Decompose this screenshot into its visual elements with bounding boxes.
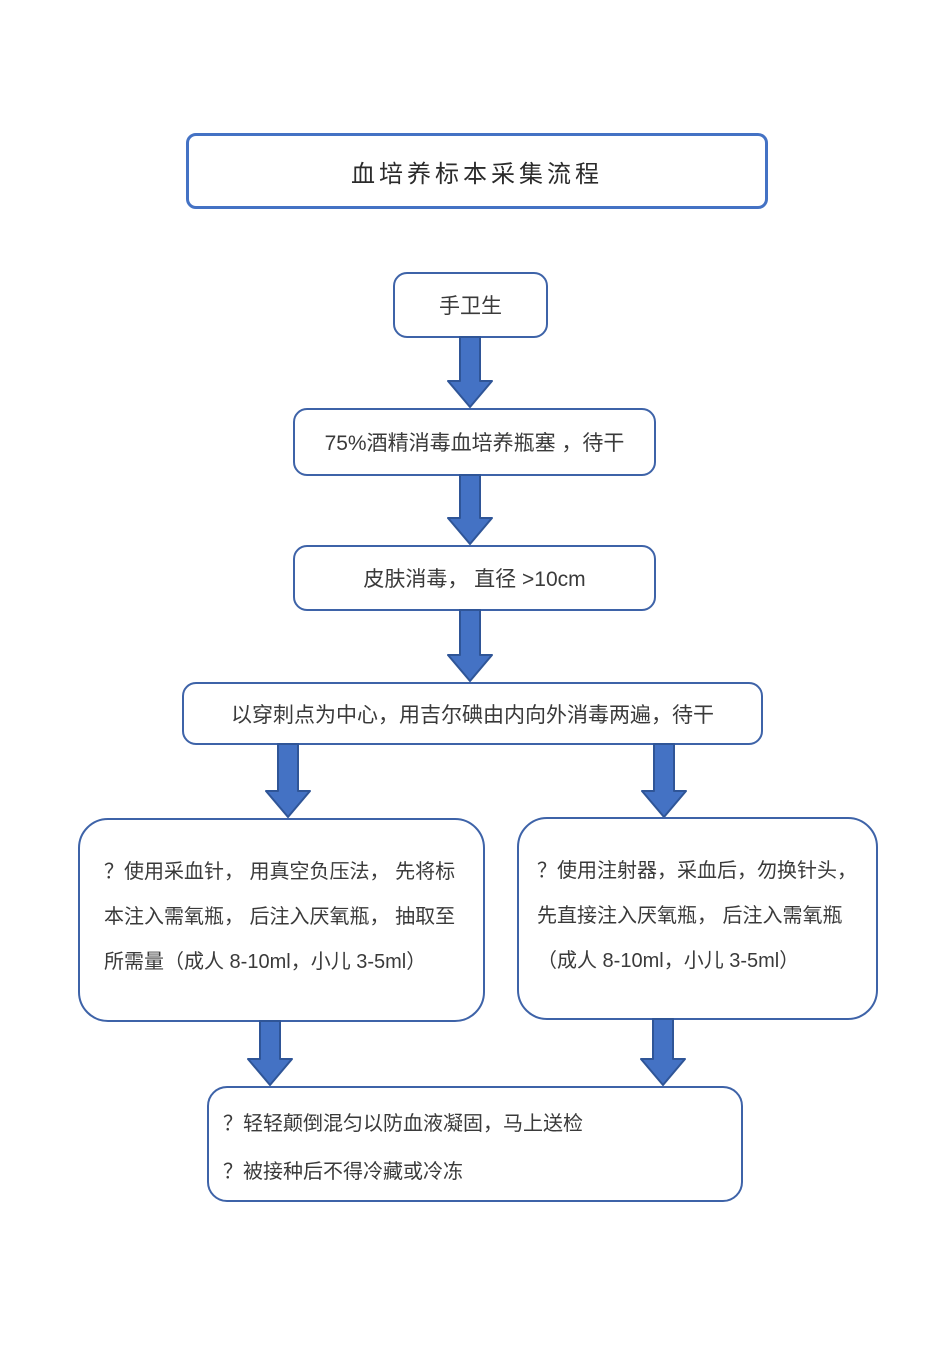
branch-needle-line: ？使用采血针， 用真空负压法， 先将标 bbox=[104, 861, 456, 883]
down-arrow-icon bbox=[447, 474, 493, 545]
branch-needle-box: ？使用采血针， 用真空负压法， 先将标 本注入需氧瓶， 后注入厌氧瓶， 抽取至 … bbox=[78, 818, 485, 1022]
step-skin-label: 皮肤消毒， 直径 >10cm bbox=[363, 568, 586, 591]
step-puncture-box: 以穿刺点为中心，用吉尔碘由内向外消毒两遍，待干 bbox=[182, 682, 763, 745]
step-hand-hygiene-label: 手卫生 bbox=[439, 295, 502, 318]
footer-note-line: ？被接种后不得冷藏或冷冻 bbox=[223, 1161, 463, 1183]
down-arrow-icon bbox=[447, 609, 493, 682]
branch-syringe-box: ？使用注射器，采血后，勿换针头， 先直接注入厌氧瓶， 后注入需氧瓶 （成人 8-… bbox=[517, 817, 878, 1020]
step-hand-hygiene-box: 手卫生 bbox=[393, 272, 548, 338]
down-arrow-icon bbox=[247, 1020, 293, 1086]
branch-syringe-line: 先直接注入厌氧瓶， 后注入需氧瓶 bbox=[537, 905, 843, 927]
step-skin-box: 皮肤消毒， 直径 >10cm bbox=[293, 545, 656, 611]
down-arrow-icon bbox=[641, 743, 687, 818]
down-arrow-icon bbox=[640, 1018, 686, 1086]
step-puncture-label: 以穿刺点为中心，用吉尔碘由内向外消毒两遍，待干 bbox=[231, 703, 714, 727]
branch-syringe-line: ？使用注射器，采血后，勿换针头， bbox=[537, 860, 857, 882]
footer-note-line: ？轻轻颠倒混匀以防血液凝固，马上送检 bbox=[223, 1113, 583, 1135]
down-arrow-icon bbox=[447, 336, 493, 408]
branch-syringe-line: （成人 8-10ml，小儿 3-5ml） bbox=[537, 950, 800, 972]
step-alcohol-box: 75%酒精消毒血培养瓶塞 ，待干 bbox=[293, 408, 656, 476]
branch-needle-line: 所需量（成人 8-10ml，小儿 3-5ml） bbox=[104, 951, 427, 973]
footer-notes-box: ？轻轻颠倒混匀以防血液凝固，马上送检 ？被接种后不得冷藏或冷冻 bbox=[207, 1086, 743, 1202]
branch-needle-line: 本注入需氧瓶， 后注入厌氧瓶， 抽取至 bbox=[104, 906, 456, 928]
down-arrow-icon bbox=[265, 743, 311, 818]
step-alcohol-label: 75%酒精消毒血培养瓶塞 ，待干 bbox=[324, 432, 625, 455]
flowchart-title-box: 血培养标本采集流程 bbox=[186, 133, 768, 209]
page-title: 血培养标本采集流程 bbox=[351, 160, 603, 188]
